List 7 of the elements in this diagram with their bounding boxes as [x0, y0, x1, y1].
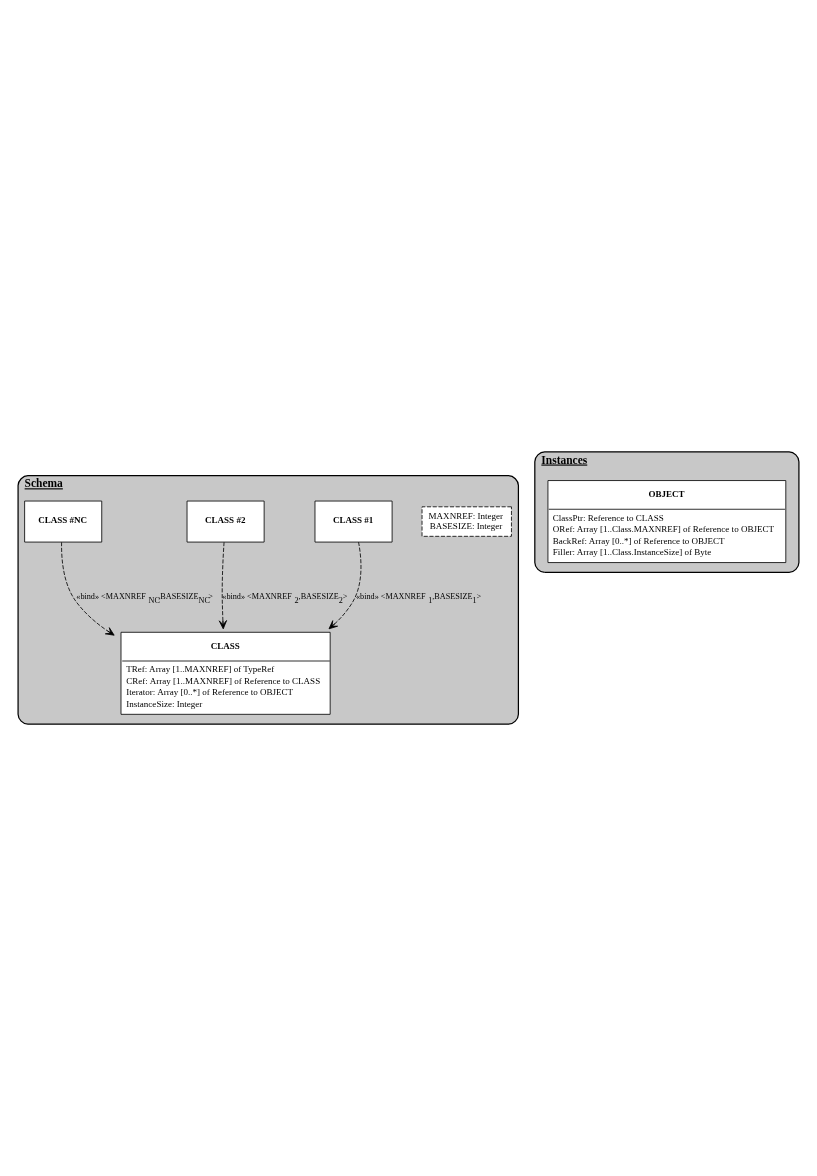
node-box: CLASS #2 — [186, 500, 265, 543]
node-box: CLASS #NC — [24, 500, 103, 543]
node-box: MAXNREF: Integer BASESIZE: Integer — [421, 506, 512, 537]
arrow — [218, 541, 227, 630]
arrow — [328, 541, 362, 630]
node-box: CLASS #1 — [314, 500, 393, 543]
arrow — [61, 541, 115, 636]
